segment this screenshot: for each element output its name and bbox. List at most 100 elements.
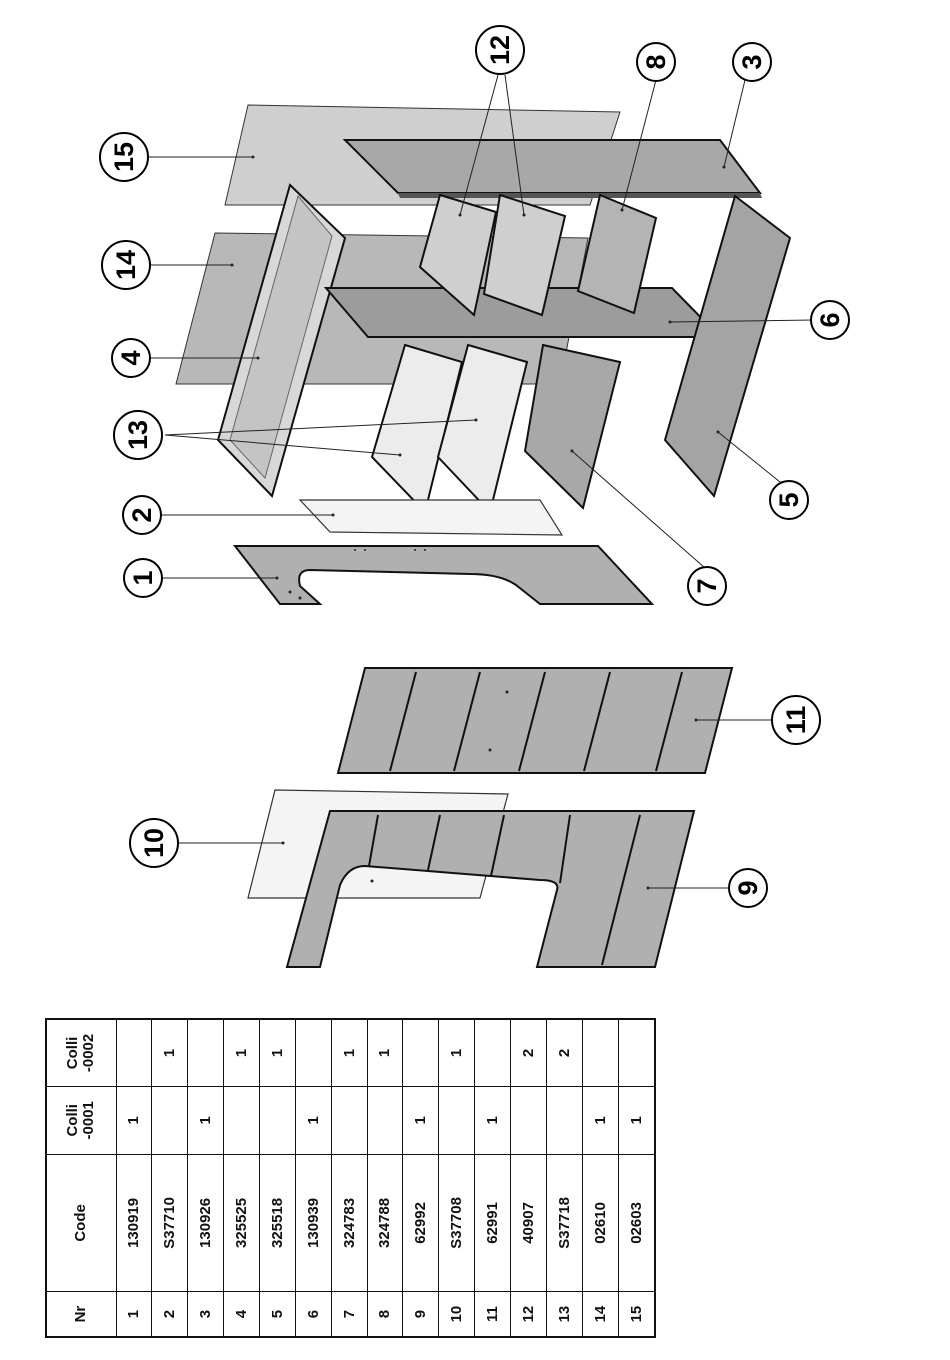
callout-4: 4 — [112, 339, 150, 377]
svg-text:6: 6 — [815, 312, 845, 327]
cell-colli-0002: 1 — [259, 1019, 295, 1086]
callout-11: 11 — [772, 696, 820, 744]
cell-nr: 2 — [152, 1292, 188, 1337]
cell-colli-0002 — [295, 1019, 331, 1086]
cell-nr: 5 — [259, 1292, 295, 1337]
table-row: 11309191 — [116, 1019, 152, 1337]
cell-nr: 6 — [295, 1292, 331, 1337]
cell-nr: 13 — [546, 1292, 582, 1337]
cell-code: S37718 — [546, 1154, 582, 1291]
callout-14: 14 — [102, 241, 150, 289]
cell-code: S37708 — [439, 1154, 475, 1291]
callout-13: 13 — [114, 411, 162, 459]
header-nr: Nr — [46, 1292, 116, 1337]
header-colli-0001-line1: Colli — [64, 1104, 81, 1137]
table-header-row: Nr Code Colli -0001 Colli -0002 — [46, 1019, 116, 1337]
cell-code: 02610 — [582, 1154, 618, 1291]
svg-text:14: 14 — [111, 250, 141, 280]
cell-colli-0001: 1 — [475, 1086, 511, 1154]
cell-nr: 10 — [439, 1292, 475, 1337]
cell-code: 02603 — [618, 1154, 655, 1291]
cell-code: 130939 — [295, 1154, 331, 1291]
header-colli-0002-line2: -0002 — [80, 1034, 97, 1072]
cell-colli-0001: 1 — [403, 1086, 439, 1154]
svg-text:15: 15 — [109, 142, 139, 172]
svg-text:7: 7 — [692, 578, 722, 593]
cell-colli-0001 — [224, 1086, 260, 1154]
cell-nr: 14 — [582, 1292, 618, 1337]
cell-colli-0002: 1 — [439, 1019, 475, 1086]
svg-text:12: 12 — [485, 35, 515, 65]
cell-code: 325518 — [259, 1154, 295, 1291]
cell-colli-0001: 1 — [295, 1086, 331, 1154]
cell-colli-0002: 1 — [224, 1019, 260, 1086]
cell-colli-0001: 1 — [116, 1086, 152, 1154]
cell-nr: 1 — [116, 1292, 152, 1337]
cell-nr: 8 — [367, 1292, 403, 1337]
header-colli-0001-line2: -0001 — [80, 1101, 97, 1139]
cell-colli-0002 — [475, 1019, 511, 1086]
cell-nr: 12 — [510, 1292, 546, 1337]
cell-colli-0002: 2 — [510, 1019, 546, 1086]
cell-colli-0002 — [618, 1019, 655, 1086]
part-1-base-frame — [235, 546, 652, 604]
callout-6: 6 — [811, 301, 849, 339]
svg-text:4: 4 — [116, 350, 146, 365]
cell-nr: 4 — [224, 1292, 260, 1337]
callout-7: 7 — [688, 567, 726, 605]
header-colli-0002-line1: Colli — [64, 1037, 81, 1070]
header-colli-0001: Colli -0001 — [46, 1086, 116, 1154]
cell-colli-0002: 1 — [367, 1019, 403, 1086]
cell-colli-0001: 1 — [188, 1086, 224, 1154]
svg-text:8: 8 — [641, 54, 671, 69]
cell-colli-0001 — [510, 1086, 546, 1154]
callout-12: 12 — [476, 26, 524, 74]
header-colli-0002: Colli -0002 — [46, 1019, 116, 1086]
header-code: Code — [46, 1154, 116, 1291]
cell-nr: 7 — [331, 1292, 367, 1337]
cell-nr: 9 — [403, 1292, 439, 1337]
part-5-side-panel — [665, 196, 790, 496]
callout-10: 10 — [130, 819, 178, 867]
cell-colli-0001: 1 — [618, 1086, 655, 1154]
svg-text:2: 2 — [127, 507, 157, 522]
callout-3: 3 — [733, 43, 771, 81]
table-row: 31309261 — [188, 1019, 224, 1337]
cell-colli-0001 — [259, 1086, 295, 1154]
callout-8: 8 — [637, 43, 675, 81]
cell-code: 325525 — [224, 1154, 260, 1291]
callout-9: 9 — [729, 869, 767, 907]
cell-colli-0002 — [582, 1019, 618, 1086]
cell-code: S37710 — [152, 1154, 188, 1291]
svg-text:9: 9 — [733, 880, 763, 895]
cell-nr: 3 — [188, 1292, 224, 1337]
cell-colli-0002: 2 — [546, 1019, 582, 1086]
cell-nr: 11 — [475, 1292, 511, 1337]
cell-colli-0002: 1 — [331, 1019, 367, 1086]
cell-colli-0002: 1 — [152, 1019, 188, 1086]
cell-colli-0001 — [367, 1086, 403, 1154]
callout-1: 1 — [124, 559, 162, 597]
cell-code: 62991 — [475, 1154, 511, 1291]
cell-colli-0002 — [403, 1019, 439, 1086]
svg-text:10: 10 — [139, 828, 169, 858]
cell-colli-0001 — [331, 1086, 367, 1154]
part-11-panel — [338, 668, 732, 773]
svg-text:13: 13 — [123, 420, 153, 450]
callout-5: 5 — [770, 481, 808, 519]
exploded-assembly-diagram: 15 14 4 13 2 1 12 8 3 6 5 7 — [0, 0, 950, 1000]
svg-text:11: 11 — [781, 706, 811, 735]
cell-code: 62992 — [403, 1154, 439, 1291]
